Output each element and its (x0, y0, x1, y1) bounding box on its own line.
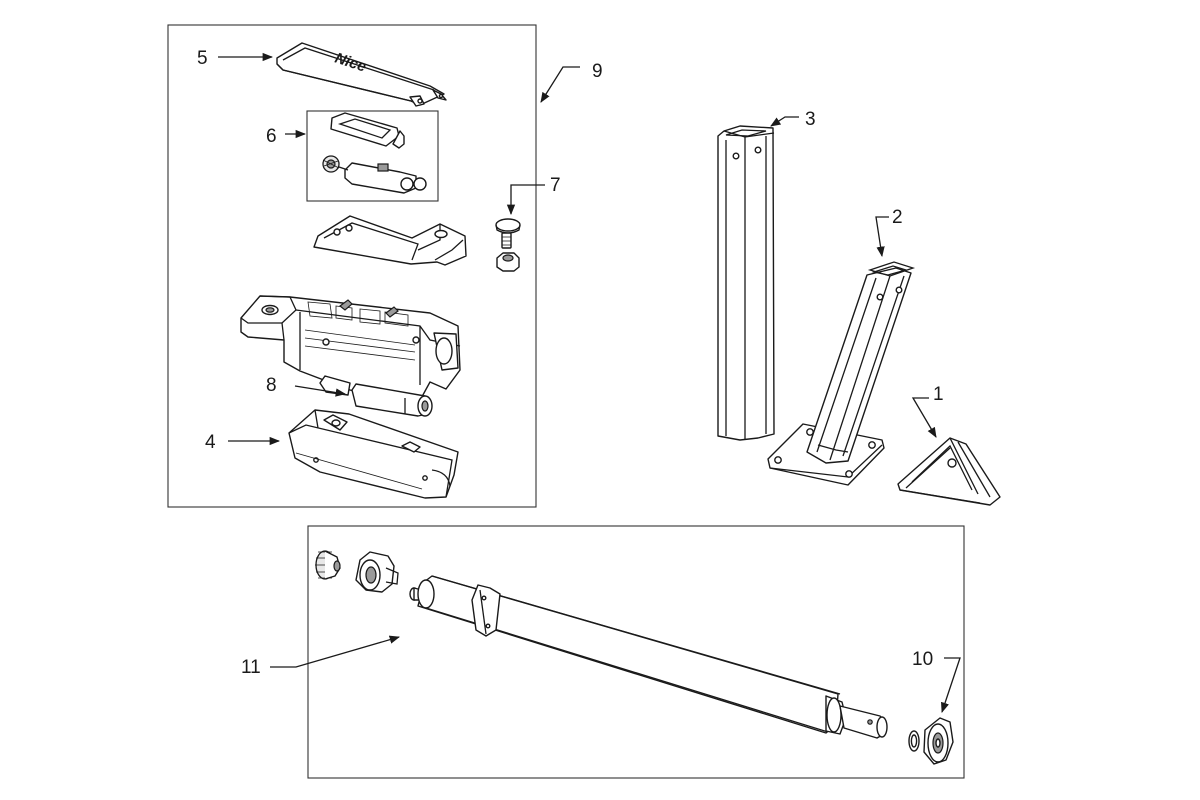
callout-1: 1 (933, 384, 944, 405)
callout-5: 5 (197, 48, 208, 69)
callout-leaders (218, 52, 961, 713)
part-9-motor-housing[interactable] (240, 295, 461, 405)
callout-2: 2 (892, 207, 903, 228)
part-screw-bearing-housing[interactable] (355, 551, 399, 593)
part-1-triangular-bracket[interactable] (897, 437, 1001, 506)
callout-4: 4 (205, 432, 216, 453)
callout-10: 10 (912, 649, 933, 670)
callout-9: 9 (592, 61, 603, 82)
part-battery-bracket[interactable] (313, 215, 467, 266)
part-7-screw-and-nut[interactable] (495, 218, 521, 272)
part-gear-wheel[interactable] (315, 550, 341, 580)
callout-6: 6 (266, 126, 277, 147)
part-8-motor[interactable] (319, 375, 433, 417)
callout-7: 7 (550, 175, 561, 196)
part-5-top-cover[interactable]: Nice (276, 42, 447, 107)
part-2-angled-post-with-plate[interactable] (767, 261, 916, 486)
callout-3: 3 (805, 109, 816, 130)
part-4-bottom-shell[interactable] (288, 409, 459, 499)
part-3-straight-post[interactable] (717, 125, 775, 441)
gearmotor-sub-box (306, 110, 439, 202)
callout-8: 8 (266, 375, 277, 396)
part-10-end-nut-and-washer[interactable] (908, 717, 954, 765)
part-6-gearmotor[interactable] (322, 112, 427, 194)
callout-11: 11 (241, 657, 261, 678)
actuator-screw-box (307, 525, 965, 779)
part-11-screw-tube[interactable] (409, 575, 888, 739)
motor-assembly-box (167, 24, 537, 508)
